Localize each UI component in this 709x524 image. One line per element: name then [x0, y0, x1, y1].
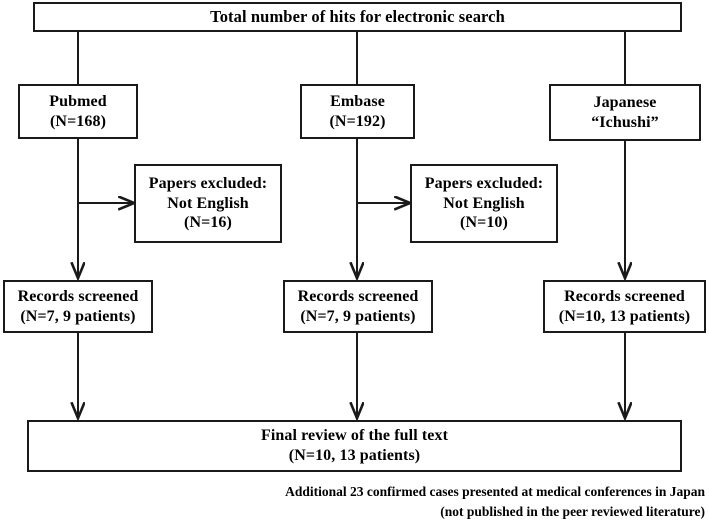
- box-screened-ichushi-line2: (N=10, 13 patients): [558, 307, 691, 325]
- box-final-review: Final review of the full text (N=10, 13 …: [27, 420, 682, 472]
- box-pubmed-line2: (N=168): [49, 112, 107, 130]
- box-screened-embase-line1: Records screened: [297, 287, 419, 305]
- box-embase-line1: Embase: [330, 92, 385, 110]
- box-screened-pubmed-line2: (N=7, 9 patients): [20, 307, 136, 325]
- box-final-review-line1: Final review of the full text: [260, 427, 448, 445]
- box-excluded-pubmed-line2: Not English: [167, 194, 249, 212]
- box-screened-pubmed: Records screened (N=7, 9 patients): [3, 280, 153, 333]
- box-pubmed: Pubmed (N=168): [18, 84, 138, 139]
- box-excluded-pubmed-line3: (N=16): [184, 214, 232, 232]
- box-screened-ichushi-line1: Records screened: [564, 287, 685, 305]
- box-screened-embase: Records screened (N=7, 9 patients): [283, 280, 433, 333]
- footnote-line1: Additional 23 confirmed cases presented …: [285, 484, 705, 499]
- footnote-line2: (not published in the peer reviewed lite…: [440, 503, 705, 519]
- box-embase-line2: (N=192): [329, 112, 386, 130]
- box-excluded-embase-line1: Papers excluded:: [424, 175, 544, 193]
- box-screened-ichushi: Records screened (N=10, 13 patients): [543, 280, 706, 333]
- box-final-review-line2: (N=10, 13 patients): [288, 447, 421, 464]
- box-excluded-pubmed: Papers excluded: Not English (N=16): [134, 164, 282, 243]
- box-excluded-embase: Papers excluded: Not English (N=10): [410, 164, 558, 243]
- footnote-note: Additional 23 confirmed cases presented …: [185, 482, 705, 521]
- box-ichushi: Japanese “Ichushi”: [549, 84, 701, 141]
- box-screened-embase-line2: (N=7, 9 patients): [300, 307, 416, 325]
- box-total-hits: Total number of hits for electronic sear…: [33, 2, 682, 32]
- box-pubmed-line1: Pubmed: [49, 92, 107, 110]
- box-ichushi-line1: Japanese: [593, 93, 657, 111]
- box-embase: Embase (N=192): [300, 84, 415, 139]
- box-excluded-embase-line2: Not English: [443, 194, 525, 212]
- box-total-hits-line1: Total number of hits for electronic sear…: [210, 6, 505, 26]
- box-screened-pubmed-line1: Records screened: [17, 287, 139, 305]
- box-ichushi-line2: “Ichushi”: [591, 113, 659, 131]
- box-excluded-pubmed-line1: Papers excluded:: [148, 175, 268, 193]
- box-excluded-embase-line3: (N=10): [460, 214, 508, 232]
